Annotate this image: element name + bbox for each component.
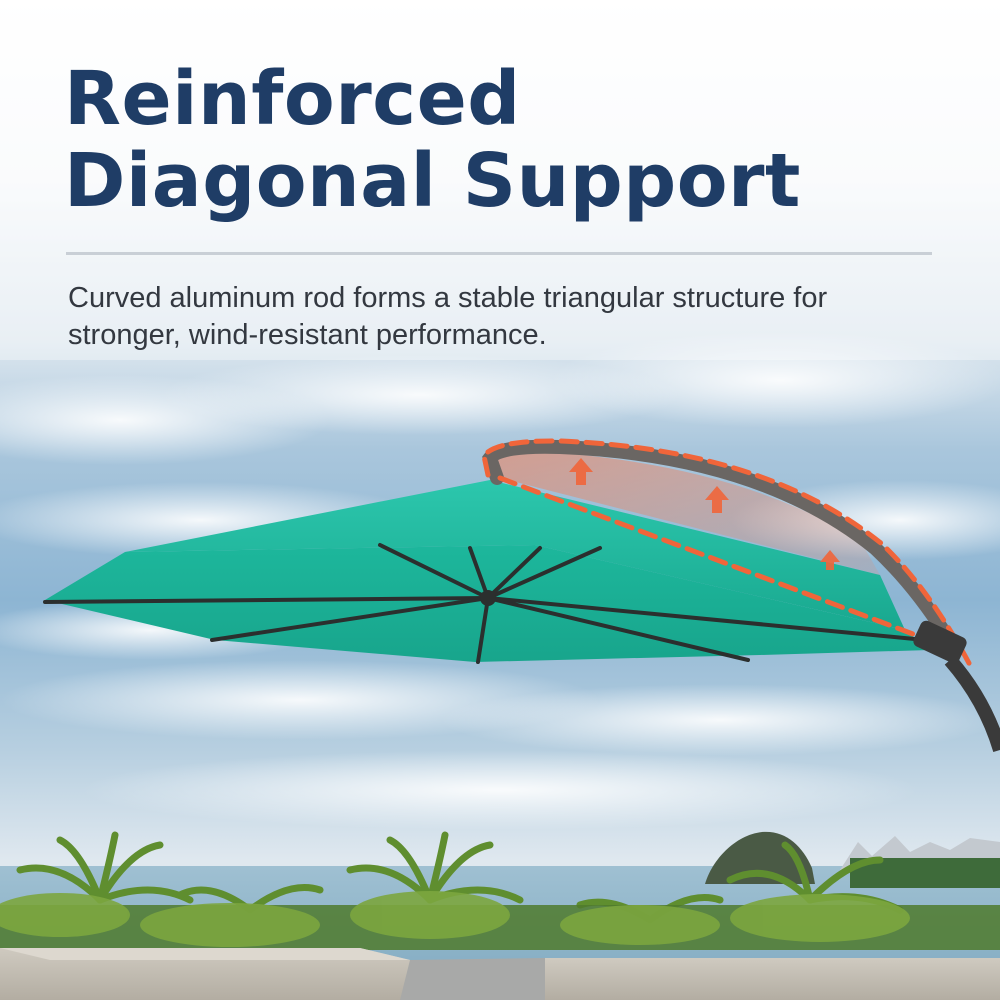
headline-line-1: Reinforced [64, 56, 521, 142]
divider [66, 252, 932, 255]
upward-force-arrows [569, 458, 840, 570]
description-line-1: Curved aluminum rod forms a stable trian… [68, 282, 828, 314]
umbrella-ribs [43, 543, 927, 664]
description: Curved aluminum rod forms a stable trian… [68, 280, 948, 354]
umbrella-hub [480, 590, 496, 606]
rod-outline-dashes [481, 438, 973, 668]
headline: Reinforced Diagonal Support [64, 58, 801, 222]
description-line-2: stronger, wind-resistant performance. [68, 319, 547, 351]
palm-foliage [0, 831, 1000, 950]
umbrella-mast [944, 655, 1000, 753]
stone-planters [0, 948, 1000, 1000]
curved-support-rod [482, 439, 962, 657]
mast-joint [913, 620, 967, 664]
header-fade [0, 0, 1000, 360]
umbrella-canopy-top [125, 480, 905, 630]
support-triangle-highlight [497, 450, 880, 575]
diagonal-support-dashes [497, 475, 953, 651]
headline-line-2: Diagonal Support [64, 138, 801, 224]
